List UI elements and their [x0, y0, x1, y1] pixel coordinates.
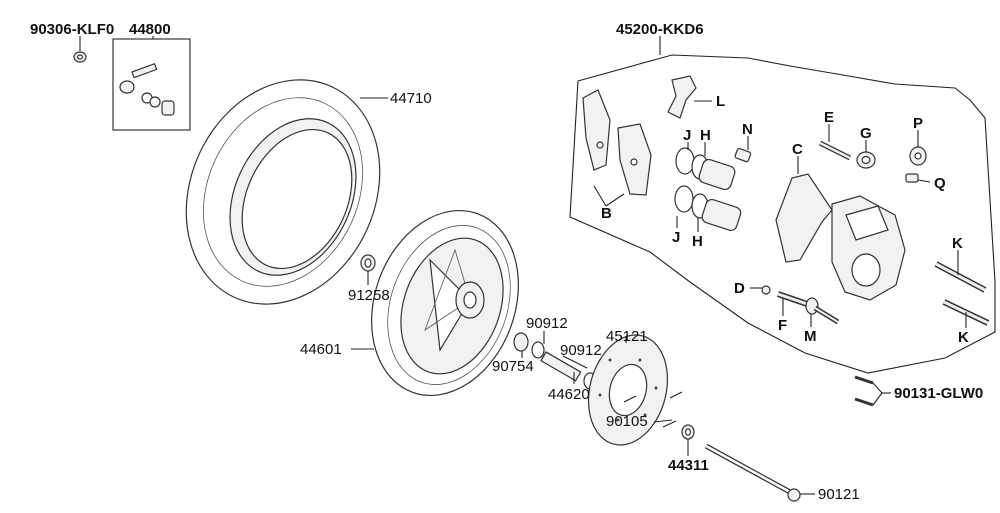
collar-44311-drawing [681, 424, 695, 440]
pin-e-drawing [818, 140, 852, 161]
key-k-top: K [952, 235, 963, 252]
label-45121: 45121 [606, 328, 648, 345]
slide-pins-drawing [934, 261, 990, 326]
key-n: N [742, 121, 753, 138]
key-j-bottom: J [672, 229, 680, 246]
pistons-and-seals-drawing [674, 147, 742, 231]
caliper-kit-outline [569, 54, 996, 374]
label-90131-glw0: 90131-GLW0 [894, 385, 983, 402]
key-g: G [860, 125, 872, 142]
bleed-valve-drawing [905, 146, 927, 183]
key-b: B [601, 205, 612, 222]
brake-pads-drawing [582, 89, 652, 196]
key-f: F [778, 317, 787, 334]
leader-lines [79, 36, 967, 495]
bleed-screw-drawing [734, 147, 752, 163]
pad-spring-drawing [667, 75, 697, 119]
bracket-drawing [775, 173, 833, 263]
valve-kit-box [112, 38, 191, 131]
label-44311: 44311 [668, 457, 709, 474]
key-e: E [824, 109, 834, 126]
disc-bolts-drawing [623, 391, 683, 428]
nut-90306-drawing [73, 51, 87, 63]
key-d: D [734, 280, 745, 297]
bolts-90131-drawing [854, 375, 874, 407]
label-45200-kkd6: 45200-KKD6 [616, 21, 704, 38]
caliper-body-drawing [831, 195, 906, 301]
key-h-bottom: H [692, 233, 703, 250]
label-44710: 44710 [390, 90, 432, 107]
key-h-top: H [700, 127, 711, 144]
key-p: P [913, 115, 923, 132]
wheel-drawing [371, 209, 519, 397]
key-c: C [792, 141, 803, 158]
key-k-bottom: K [958, 329, 969, 346]
tire-drawing [185, 79, 381, 305]
label-44620: 44620 [548, 386, 590, 403]
key-l: L [716, 93, 725, 110]
valve-kit-drawing [119, 63, 175, 116]
label-90912-a: 90912 [526, 315, 568, 332]
seal-91258-drawing [360, 254, 376, 272]
brake-disc-drawing [587, 334, 669, 446]
key-q: Q [934, 175, 946, 192]
nut-g-drawing [856, 151, 876, 169]
label-91258: 91258 [348, 287, 390, 304]
key-j-top: J [683, 127, 691, 144]
key-m: M [804, 328, 817, 345]
label-90306-klf0: 90306-KLF0 [30, 21, 114, 38]
caliper-bolts-drawing [761, 285, 840, 325]
label-90121: 90121 [818, 486, 860, 503]
label-90912-b: 90912 [560, 342, 602, 359]
label-44800: 44800 [129, 21, 171, 38]
label-90754: 90754 [492, 358, 534, 375]
label-44601: 44601 [300, 341, 342, 358]
label-90105: 90105 [606, 413, 648, 430]
axle-drawing [704, 443, 801, 502]
